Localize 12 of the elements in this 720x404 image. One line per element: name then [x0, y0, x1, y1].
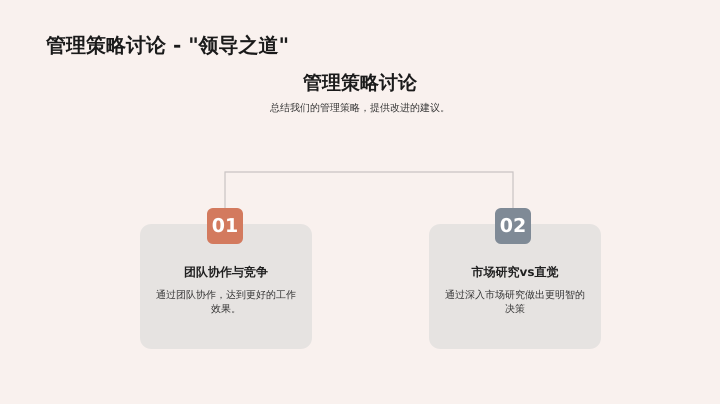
section-heading: 管理策略讨论	[303, 71, 417, 96]
connector-line	[224, 171, 514, 208]
card-heading: 团队协作与竞争	[184, 264, 268, 281]
badge-number: 02	[500, 215, 526, 237]
number-badge	[495, 208, 531, 244]
subtitle-text: 总结我们的管理策略，提供改进的建议。	[270, 102, 450, 115]
badge-number: 01	[212, 215, 238, 237]
card-heading: 市场研究vs直觉	[472, 264, 558, 281]
number-badge	[207, 208, 243, 244]
card-description: 通过团队协作，达到更好的工作效果。	[155, 289, 297, 317]
slide-title: 管理策略讨论 - "领导之道"	[46, 32, 290, 59]
card-description: 通过深入市场研究做出更明智的决策	[444, 289, 586, 317]
